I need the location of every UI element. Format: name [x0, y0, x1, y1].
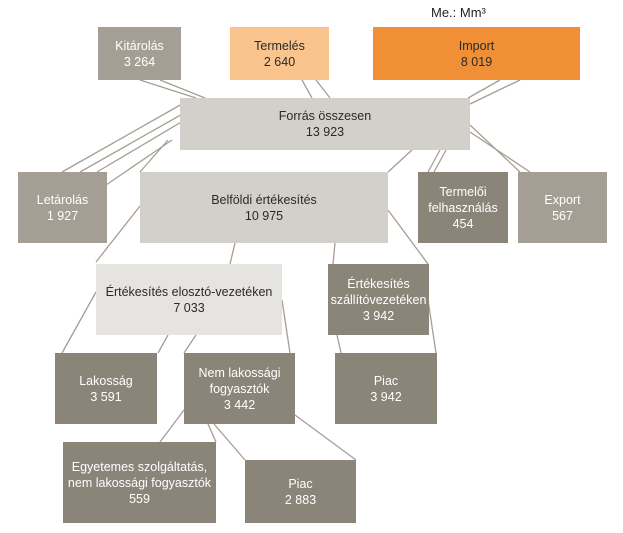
node-belfoldi-ertekesites: Belföldi értékesítés 10 975: [140, 172, 388, 243]
link-forras-letarolas: [61, 103, 183, 173]
node-letarolas: Letárolás 1 927: [18, 172, 107, 243]
link-szallito-piac: [336, 334, 342, 354]
link-forras-export: [469, 131, 531, 173]
node-kitarolas: Kitárolás 3 264: [98, 27, 181, 80]
node-value: 559: [129, 491, 150, 506]
node-label: Lakosság: [79, 373, 133, 388]
link-nemlakossagi-egyetemes: [207, 423, 217, 443]
node-export: Export 567: [518, 172, 607, 243]
node-ertekesites-eloszto: Értékesítés elosztó-vezetéken 7 033: [96, 264, 282, 335]
node-value: 8 019: [460, 54, 493, 69]
node-forras-osszesen: Forrás összesen 13 923: [180, 98, 470, 150]
node-value: 10 975: [244, 208, 284, 223]
node-label: Kitárolás: [115, 38, 164, 53]
node-label: Import: [458, 38, 495, 53]
link-szallito-piac: [427, 299, 437, 354]
node-piac-szallito: Piac 3 942: [335, 353, 437, 424]
node-label: Forrás összesen: [278, 109, 372, 123]
link-eloszto-nemlakossagi: [183, 334, 197, 354]
link-forras-belfoldi: [387, 149, 413, 173]
node-value: 2 883: [284, 492, 317, 507]
link-forras-termeloi: [427, 149, 441, 173]
link-belfoldi-eloszto: [229, 242, 236, 265]
node-label: Nem lakossági: [198, 365, 281, 380]
node-value: 3 591: [90, 389, 122, 404]
node-label: Értékesítés: [347, 276, 410, 291]
link-belfoldi-eloszto: [95, 205, 141, 263]
node-lakossag: Lakosság 3 591: [55, 353, 157, 424]
node-import: Import 8 019: [373, 27, 580, 80]
node-label: fogyasztók: [209, 381, 270, 396]
node-label: Értékesítés elosztó-vezetéken: [105, 284, 273, 299]
link-nemlakossagi-piac: [213, 423, 246, 461]
link-import-forras: [469, 79, 521, 105]
link-termeles-forras: [301, 79, 313, 99]
link-forras-letarolas: [96, 117, 189, 173]
link-forras-belfoldi: [139, 139, 169, 173]
node-piac-eloszto: Piac 2 883: [245, 460, 356, 523]
node-value: 3 264: [123, 54, 156, 69]
node-label: Letárolás: [36, 192, 89, 207]
link-import-forras: [467, 79, 501, 99]
node-label: nem lakossági fogyasztók: [67, 475, 212, 490]
node-label: szállítóvezetéken: [330, 292, 427, 307]
node-ertekesites-szallito: Értékesítés szállítóvezetéken 3 942: [328, 264, 429, 335]
link-kitarolas-forras: [139, 79, 197, 99]
link-kitarolas-forras: [159, 79, 206, 99]
node-label: Termelői: [439, 184, 487, 199]
node-label: Belföldi értékesítés: [211, 192, 317, 207]
link-belfoldi-szallito: [387, 209, 429, 265]
link-nemlakossagi-piac: [294, 414, 357, 461]
node-egyetemes-szolgaltatas: Egyetemes szolgáltatás, nem lakossági fo…: [63, 442, 216, 523]
node-label: felhasználás: [428, 200, 498, 215]
node-value: 3 442: [223, 397, 256, 412]
node-termeles: Termelés 2 640: [230, 27, 329, 80]
node-value: 3 942: [370, 389, 402, 404]
link-belfoldi-szallito: [332, 242, 336, 265]
node-value: 13 923: [305, 125, 345, 139]
link-nemlakossagi-egyetemes: [159, 409, 185, 443]
node-label: Piac: [373, 373, 399, 388]
link-forras-termeloi: [433, 149, 447, 173]
node-label: Piac: [288, 476, 313, 491]
node-termeloi-felhasznalas: Termelői felhasználás 454: [418, 172, 508, 243]
node-value: 7 033: [173, 300, 205, 315]
node-value: 567: [552, 208, 573, 223]
link-forras-letarolas: [79, 111, 187, 173]
node-value: 3 942: [362, 308, 395, 323]
link-eloszto-lakossag: [61, 291, 97, 354]
link-termeles-forras: [315, 79, 331, 99]
unit-label: Me.: Mm³: [431, 5, 486, 20]
node-label: Export: [544, 192, 581, 207]
node-label: Egyetemes szolgáltatás,: [71, 459, 208, 474]
node-label: Termelés: [254, 38, 305, 53]
link-eloszto-lakossag: [157, 334, 169, 354]
link-eloszto-nemlakossagi: [281, 299, 291, 354]
node-value: 454: [452, 216, 474, 231]
node-value: 2 640: [263, 54, 296, 69]
node-value: 1 927: [46, 208, 79, 223]
node-nem-lakossagi-fogyasztok: Nem lakossági fogyasztók 3 442: [184, 353, 295, 424]
